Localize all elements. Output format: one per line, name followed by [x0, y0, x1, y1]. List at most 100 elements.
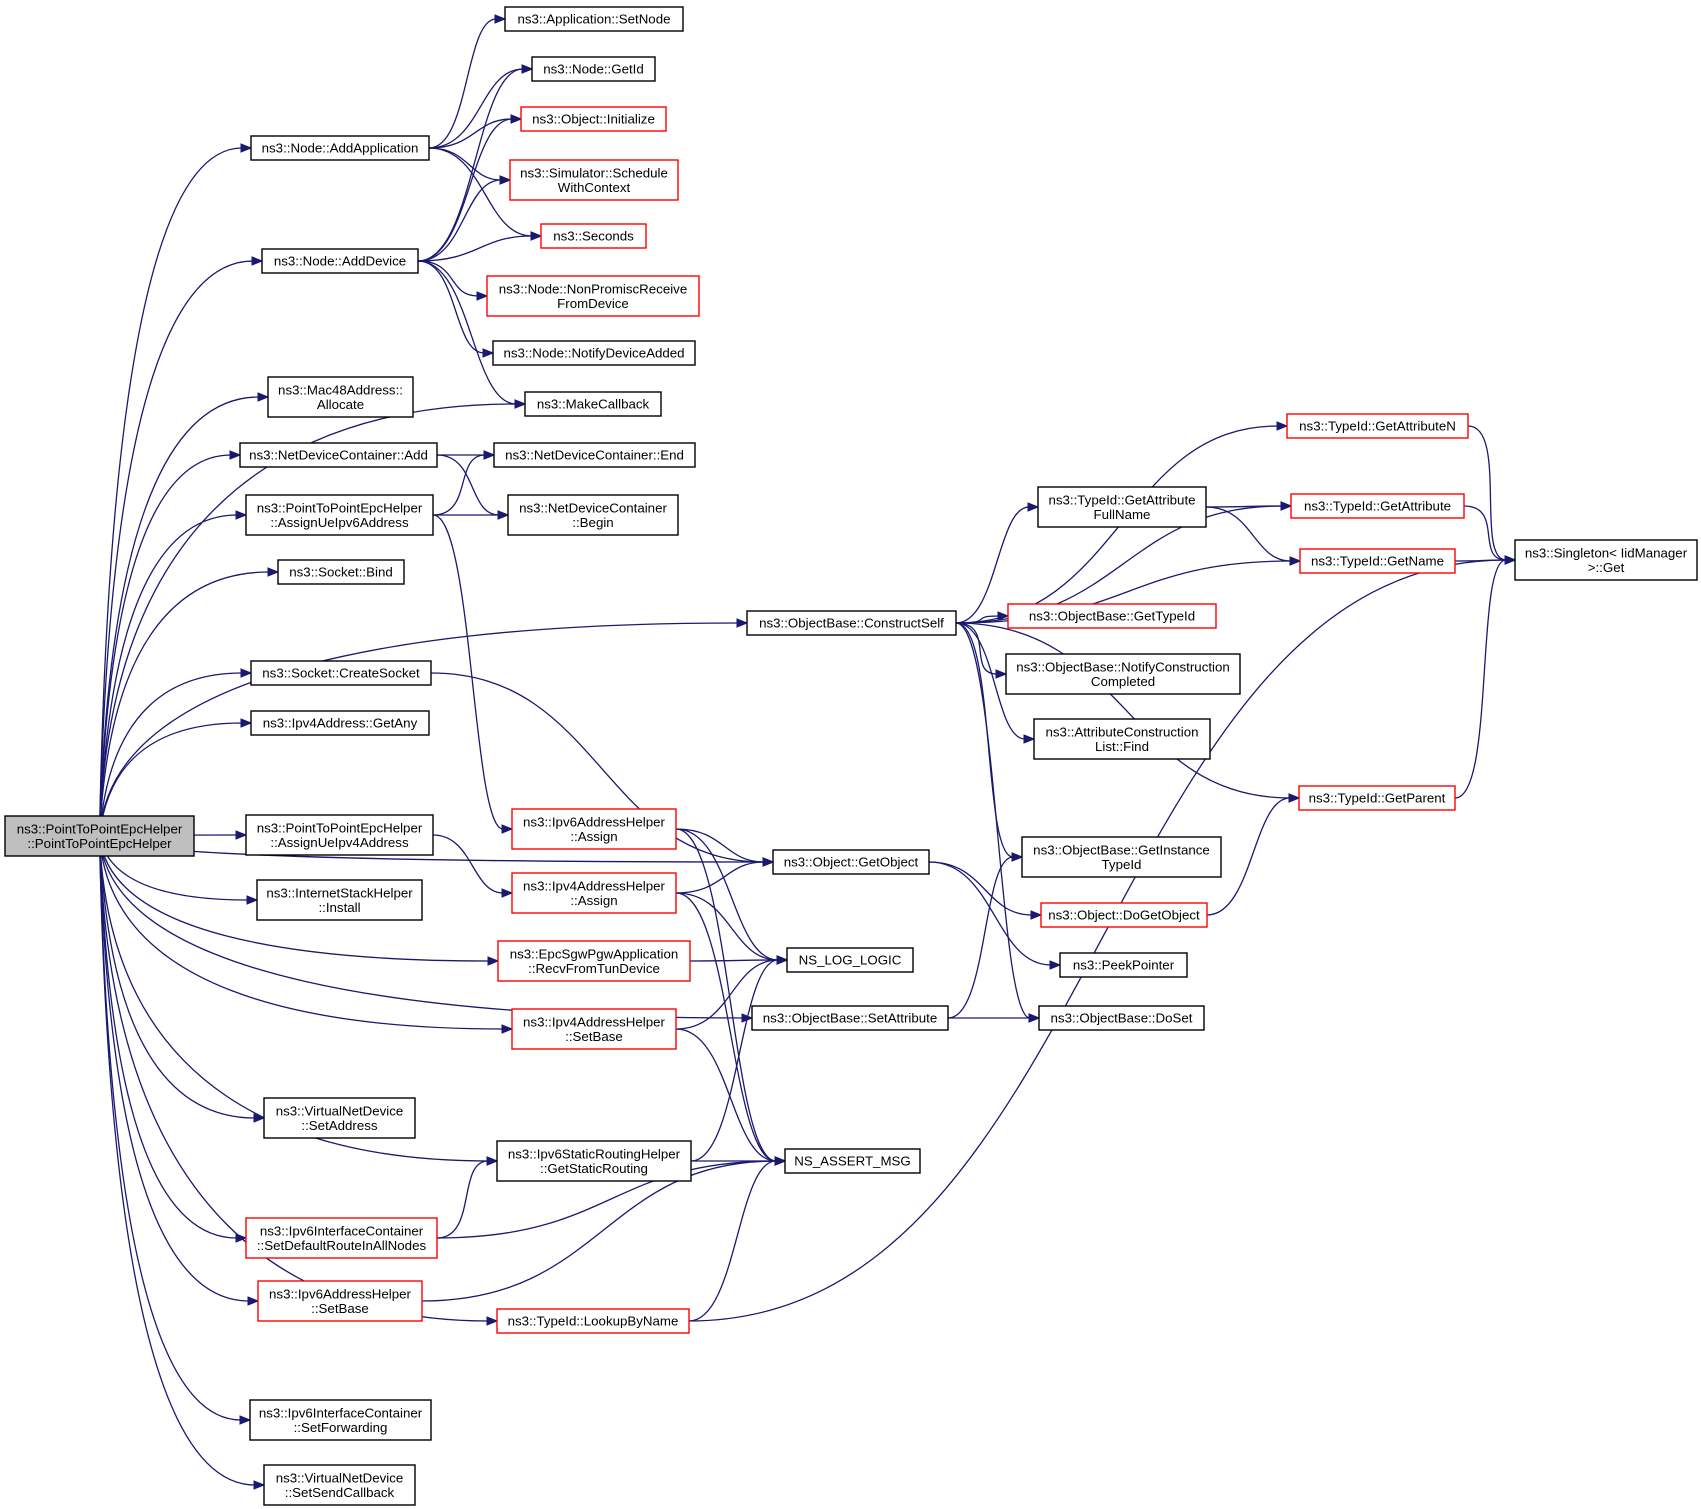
node-peekpointer[interactable]: ns3::PeekPointer [1059, 952, 1188, 978]
node-box [267, 376, 414, 418]
call-edge [1206, 797, 1291, 916]
node-box [511, 872, 677, 914]
node-vnd-setsendcb[interactable]: ns3::VirtualNetDevice::SetSendCallback [263, 1464, 416, 1506]
node-app-setnode[interactable]: ns3::Application::SetNode [504, 6, 684, 32]
call-edge [98, 722, 243, 837]
node-label: ns3::ObjectBase::SetAttribute [763, 1011, 937, 1026]
call-edge [1467, 425, 1507, 561]
node-ndc-add[interactable]: ns3::NetDeviceContainer::Add [239, 442, 438, 468]
node-box [1007, 603, 1217, 629]
call-edge [436, 1160, 777, 1239]
node-box [786, 947, 914, 973]
arrowhead-icon [235, 510, 248, 520]
node-mac48-alloc[interactable]: ns3::Mac48Address::Allocate [267, 376, 414, 418]
node-label: ns3::ObjectBase::GetInstance [1033, 842, 1210, 857]
node-box [1514, 539, 1698, 581]
node-obj-getobject[interactable]: ns3::Object::GetObject [772, 849, 930, 875]
arrowhead-icon [1288, 793, 1301, 803]
node-ipv6srh-get[interactable]: ns3::Ipv6StaticRoutingHelper::GetStaticR… [496, 1140, 692, 1182]
call-edge [436, 454, 500, 516]
node-box [1298, 785, 1456, 811]
call-edge [98, 396, 260, 837]
node-label: ns3::TypeId::GetAttributeN [1299, 419, 1456, 434]
node-ob-setattr[interactable]: ns3::ObjectBase::SetAttribute [751, 1005, 949, 1031]
node-label: ns3::Ipv6AddressHelper [269, 1286, 411, 1301]
node-label: ns3::Ipv6StaticRoutingHelper [508, 1146, 681, 1161]
arrowhead-icon [251, 256, 264, 266]
node-ob-doset[interactable]: ns3::ObjectBase::DoSet [1038, 1005, 1205, 1031]
node-typeid-getattr[interactable]: ns3::TypeId::GetAttribute [1290, 493, 1465, 519]
node-ns-log-logic[interactable]: NS_LOG_LOGIC [786, 947, 914, 973]
node-box [249, 1399, 432, 1441]
node-box [239, 442, 438, 468]
node-epc-recv[interactable]: ns3::EpcSgwPgwApplication::RecvFromTunDe… [497, 940, 691, 982]
arrowhead-icon [1023, 734, 1036, 744]
node-constructself[interactable]: ns3::ObjectBase::ConstructSelf [746, 610, 957, 636]
node-seconds[interactable]: ns3::Seconds [540, 223, 647, 249]
node-box [245, 494, 434, 536]
node-p2p-assign4[interactable]: ns3::PointToPointEpcHelper::AssignUeIpv4… [245, 814, 434, 856]
node-label: ns3::Node::NonPromiscReceive [499, 281, 687, 296]
node-label: ns3::VirtualNetDevice [276, 1103, 404, 1118]
node-ob-gettypeid[interactable]: ns3::ObjectBase::GetTypeId [1007, 603, 1217, 629]
arrowhead-icon [1028, 1013, 1041, 1023]
node-makecallback[interactable]: ns3::MakeCallback [524, 391, 662, 417]
node-p2p-assign6[interactable]: ns3::PointToPointEpcHelper::AssignUeIpv6… [245, 494, 434, 536]
node-ndc-begin[interactable]: ns3::NetDeviceContainer::Begin [507, 494, 679, 536]
node-node-notify[interactable]: ns3::Node::NotifyDeviceAdded [492, 340, 696, 366]
node-obj-dogetobject[interactable]: ns3::Object::DoGetObject [1040, 902, 1208, 928]
node-ipv6ic-setfwd[interactable]: ns3::Ipv6InterfaceContainer::SetForwardi… [249, 1399, 432, 1441]
node-label: ns3::TypeId::GetAttribute [1048, 492, 1195, 507]
node-ipv4ah-setbase[interactable]: ns3::Ipv4AddressHelper::SetBase [511, 1008, 677, 1050]
node-box [772, 849, 930, 875]
node-label: NS_LOG_LOGIC [799, 953, 902, 968]
node-ipv6ic-setdefault[interactable]: ns3::Ipv6InterfaceContainer::SetDefaultR… [245, 1217, 438, 1259]
node-ipv4-getany[interactable]: ns3::Ipv4Address::GetAny [250, 710, 430, 736]
call-edge [955, 622, 998, 675]
arrowhead-icon [1504, 555, 1517, 565]
node-typeid-getattrn[interactable]: ns3::TypeId::GetAttributeN [1286, 413, 1469, 439]
node-ob-notifyconstr[interactable]: ns3::ObjectBase::NotifyConstructionCompl… [1005, 653, 1241, 695]
call-edge [98, 835, 256, 1486]
node-ns-assert[interactable]: NS_ASSERT_MSG [784, 1148, 921, 1174]
node-ipv6ah-assign[interactable]: ns3::Ipv6AddressHelper::Assign [511, 808, 677, 850]
node-label: ns3::PeekPointer [1073, 958, 1175, 973]
node-label: FromDevice [557, 296, 629, 311]
node-ipv4ah-assign[interactable]: ns3::Ipv4AddressHelper::Assign [511, 872, 677, 914]
node-label: ns3::ObjectBase::DoSet [1051, 1011, 1193, 1026]
node-node-addapp[interactable]: ns3::Node::AddApplication [250, 135, 430, 161]
arrowhead-icon [494, 14, 507, 24]
call-edge [690, 959, 779, 1162]
node-label: ::SetDefaultRouteInAllNodes [257, 1238, 427, 1253]
node-typeid-getname[interactable]: ns3::TypeId::GetName [1299, 548, 1456, 574]
node-socket-bind[interactable]: ns3::Socket::Bind [277, 559, 405, 585]
node-vnd-setaddr[interactable]: ns3::VirtualNetDevice::SetAddress [263, 1097, 416, 1139]
node-root[interactable]: ns3::PointToPointEpcHelper::PointToPoint… [4, 815, 195, 857]
node-socket-create[interactable]: ns3::Socket::CreateSocket [250, 660, 432, 686]
node-node-adddevice[interactable]: ns3::Node::AddDevice [261, 248, 419, 274]
node-ndc-end[interactable]: ns3::NetDeviceContainer::End [493, 442, 696, 468]
node-label: ::AssignUeIpv4Address [270, 835, 409, 850]
call-edge [675, 959, 779, 1030]
call-edge [428, 68, 524, 149]
node-label: TypeId [1102, 857, 1142, 872]
arrowhead-icon [235, 830, 248, 840]
arrowhead-icon [499, 175, 512, 185]
node-obj-initialize[interactable]: ns3::Object::Initialize [520, 106, 667, 132]
node-node-getid[interactable]: ns3::Node::GetId [531, 56, 656, 82]
node-label: ::SetForwarding [294, 1420, 388, 1435]
node-box [1059, 952, 1188, 978]
node-typeid-lookup[interactable]: ns3::TypeId::LookupByName [496, 1308, 690, 1334]
node-label: ns3::ObjectBase::GetTypeId [1029, 609, 1195, 624]
node-typeid-getparent[interactable]: ns3::TypeId::GetParent [1298, 785, 1456, 811]
call-edge [675, 828, 765, 863]
call-edge [1205, 505, 1283, 508]
node-ipv6ah-setbase[interactable]: ns3::Ipv6AddressHelper::SetBase [257, 1280, 423, 1322]
node-ish-install[interactable]: ns3::InternetStackHelper::Install [256, 879, 423, 921]
node-singleton-get[interactable]: ns3::Singleton< IidManager>::Get [1514, 539, 1698, 581]
